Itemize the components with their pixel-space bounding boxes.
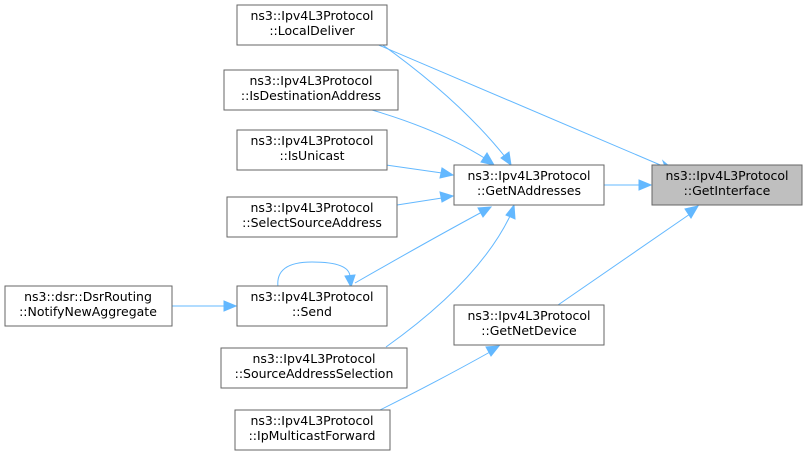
arrowhead-icon xyxy=(439,167,455,179)
edge-isunicast-getnaddresses xyxy=(385,164,443,174)
node-label: ns3::Ipv4L3Protocol xyxy=(467,308,590,323)
node-label: ns3::Ipv4L3Protocol xyxy=(467,168,590,183)
edge-localdeliver-getinterface xyxy=(373,42,666,168)
node-label: ns3::Ipv4L3Protocol xyxy=(250,413,373,428)
node-label: ::LocalDeliver xyxy=(269,23,355,38)
node-label: ::IpMulticastForward xyxy=(249,428,376,443)
node-send[interactable]: ns3::Ipv4L3Protocol ::Send xyxy=(236,285,388,327)
arrowhead-icon xyxy=(344,274,356,289)
node-label: ns3::Ipv4L3Protocol xyxy=(250,133,373,148)
node-is-destination-address[interactable]: ns3::Ipv4L3Protocol ::IsDestinationAddre… xyxy=(223,69,399,111)
node-source-address-selection[interactable]: ns3::Ipv4L3Protocol ::SourceAddressSelec… xyxy=(220,347,408,389)
node-get-net-device[interactable]: ns3::Ipv4L3Protocol ::GetNetDevice xyxy=(453,304,605,346)
node-label: ns3::dsr::DsrRouting xyxy=(24,289,152,304)
edge-getnetdevice-getinterface xyxy=(557,213,691,306)
node-label: ::GetInterface xyxy=(684,183,771,198)
edge-send-getnaddresses xyxy=(354,211,483,284)
node-local-deliver[interactable]: ns3::Ipv4L3Protocol ::LocalDeliver xyxy=(236,4,388,46)
arrowhead-icon xyxy=(505,203,516,220)
edge-isdestination-getnaddresses xyxy=(371,109,487,160)
node-label: ns3::Ipv4L3Protocol xyxy=(665,168,788,183)
nodes: ns3::Ipv4L3Protocol ::GetInterface ns3::… xyxy=(4,4,803,451)
node-ip-multicast-forward[interactable]: ns3::Ipv4L3Protocol ::IpMulticastForward xyxy=(234,409,391,451)
node-label: ns3::Ipv4L3Protocol xyxy=(252,351,375,366)
arrowhead-icon xyxy=(638,179,653,191)
edge-sourceselection-getnaddresses xyxy=(385,213,512,348)
arrowhead-icon xyxy=(223,300,238,312)
node-label: ::IsDestinationAddress xyxy=(241,88,381,103)
node-dsr-notify-new-aggregate[interactable]: ns3::dsr::DsrRouting ::NotifyNewAggregat… xyxy=(4,285,173,327)
node-label: ::GetNAddresses xyxy=(477,183,581,198)
node-label: ::GetNetDevice xyxy=(481,323,577,338)
node-label: ns3::Ipv4L3Protocol xyxy=(249,73,372,88)
node-get-n-addresses[interactable]: ns3::Ipv4L3Protocol ::GetNAddresses xyxy=(453,164,605,206)
node-label: ::IsUnicast xyxy=(279,148,344,163)
edges xyxy=(172,42,700,411)
node-label: ns3::Ipv4L3Protocol xyxy=(250,8,373,23)
node-label: ::SourceAddressSelection xyxy=(235,366,394,381)
node-label: ::Send xyxy=(292,304,332,319)
edge-send-self-loop xyxy=(277,261,351,288)
arrowhead-icon xyxy=(439,191,455,203)
edge-localdeliver-getnaddresses xyxy=(379,42,507,159)
node-select-source-address[interactable]: ns3::Ipv4L3Protocol ::SelectSourceAddres… xyxy=(226,196,398,238)
node-label: ns3::Ipv4L3Protocol xyxy=(250,289,373,304)
arrowhead-icon xyxy=(684,205,700,219)
arrowhead-icon xyxy=(500,151,512,167)
arrowhead-icon xyxy=(477,206,493,218)
edge-selectsource-getnaddresses xyxy=(396,197,443,206)
node-label: ns3::Ipv4L3Protocol xyxy=(250,200,373,215)
arrowhead-icon xyxy=(480,152,496,166)
arrowhead-icon xyxy=(485,345,501,357)
edge-ipmulticast-getnetdevice xyxy=(379,351,491,411)
node-get-interface[interactable]: ns3::Ipv4L3Protocol ::GetInterface xyxy=(651,164,803,206)
node-label: ::NotifyNewAggregate xyxy=(19,304,157,319)
node-is-unicast[interactable]: ns3::Ipv4L3Protocol ::IsUnicast xyxy=(236,129,388,171)
node-label: ::SelectSourceAddress xyxy=(242,215,382,230)
